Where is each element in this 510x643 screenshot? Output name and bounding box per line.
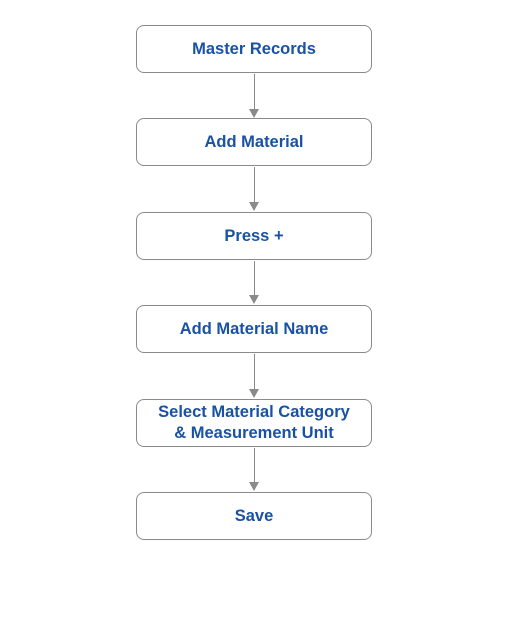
- step-label: Master Records: [192, 39, 316, 58]
- step-label: Press +: [224, 226, 284, 245]
- arrow-head-icon: [249, 295, 259, 304]
- connector-arrow: [249, 261, 259, 305]
- arrow-head-icon: [249, 109, 259, 118]
- step-label: Select Material Category & Measurement U…: [158, 403, 350, 442]
- step-select-category-unit: Select Material Category & Measurement U…: [136, 399, 372, 447]
- step-master-records: Master Records: [136, 25, 372, 73]
- step-press-plus: Press +: [136, 212, 372, 260]
- connector-arrow: [249, 167, 259, 212]
- step-label: Save: [234, 506, 274, 525]
- step-add-material-name: Add Material Name: [136, 305, 372, 353]
- connector-arrow: [249, 448, 259, 492]
- arrow-head-icon: [249, 482, 259, 491]
- step-save: Save: [136, 492, 372, 540]
- step-label: Add Material: [204, 132, 304, 151]
- connector-arrow: [249, 354, 259, 399]
- step-label: Add Material Name: [179, 319, 329, 338]
- connector-arrow: [249, 74, 259, 119]
- arrow-head-icon: [249, 389, 259, 398]
- step-add-material: Add Material: [136, 118, 372, 166]
- arrow-head-icon: [249, 202, 259, 211]
